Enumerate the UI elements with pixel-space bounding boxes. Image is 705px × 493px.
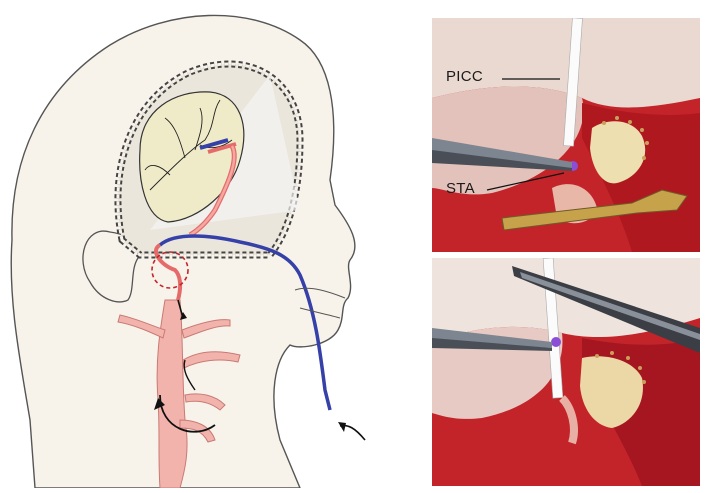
picc-label: PICC xyxy=(446,68,483,85)
surgical-photo-top: PICC STA xyxy=(432,18,700,252)
sta-label: STA xyxy=(446,180,475,197)
surgical-photo-bottom xyxy=(432,258,700,486)
head-illustration xyxy=(0,0,420,488)
